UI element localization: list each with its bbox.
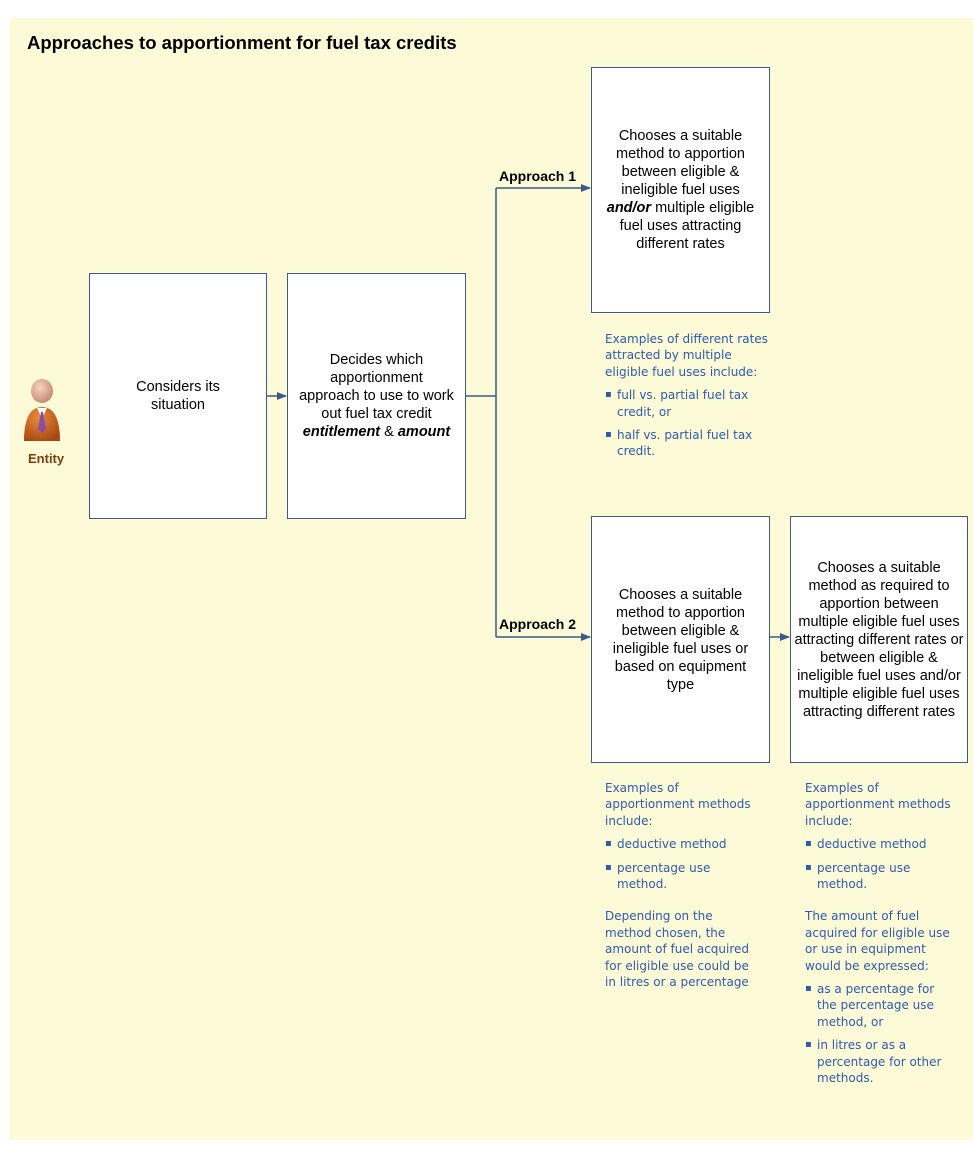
note-rates-item: full vs. partial fuel tax credit, or — [605, 387, 770, 420]
approach-1-text-and-or: and/or — [606, 200, 652, 216]
approach-1-text-part2: multiple eligible fuel uses attracting d… — [619, 200, 755, 252]
approach-1-label: Approach 1 — [499, 168, 577, 184]
box-decides-text: Decides which apportionment approach to … — [298, 351, 455, 441]
note-methods-left-list: deductive method percentage use method. — [605, 836, 755, 892]
note-methods-right-item: deductive method — [805, 836, 955, 853]
note-methods-right-outro-item: in litres or as a percentage for other m… — [805, 1037, 955, 1086]
decides-text-part1: Decides which apportionment approach to … — [299, 352, 454, 422]
entity-label: Entity — [28, 451, 65, 466]
decides-text-part2: & — [380, 424, 398, 440]
person-icon — [24, 379, 60, 441]
note-methods-left: Examples of apportionment methods includ… — [605, 780, 755, 990]
note-rates-intro: Examples of different rates attracted by… — [605, 332, 768, 379]
box-considers-text: Considers its situation — [136, 379, 220, 413]
note-methods-right-item: percentage use method. — [805, 860, 955, 893]
diagram-title: Approaches to apportionment for fuel tax… — [27, 32, 457, 53]
note-methods-right-outro: The amount of fuel acquired for eligible… — [805, 909, 950, 973]
note-methods-left-item: percentage use method. — [605, 860, 755, 893]
box-approach-1-text: Chooses a suitable method to apportion b… — [602, 127, 759, 253]
box-considers-situation: Considers its situation — [89, 273, 267, 519]
approach-2-label: Approach 2 — [499, 616, 577, 632]
note-methods-right-outro-item: as a percentage for the percentage use m… — [805, 981, 955, 1030]
note-methods-right-intro: Examples of apportionment methods includ… — [805, 781, 951, 828]
box-approach-2-first: Chooses a suitable method to apportion b… — [591, 516, 770, 763]
note-rates-examples: Examples of different rates attracted by… — [605, 331, 770, 467]
note-methods-left-item: deductive method — [605, 836, 755, 853]
box-approach-2-first-text: Chooses a suitable method to apportion b… — [612, 586, 749, 693]
box-approach-2-second: Chooses a suitable method as required to… — [790, 516, 968, 763]
approach-1-text-part1: Chooses a suitable method to apportion b… — [616, 128, 745, 198]
note-methods-left-outro: Depending on the method chosen, the amou… — [605, 909, 750, 990]
note-methods-right-list: deductive method percentage use method. — [805, 836, 955, 892]
box-decides-approach: Decides which apportionment approach to … — [287, 273, 466, 519]
box-approach-2-second-text: Chooses a suitable method as required to… — [794, 559, 964, 720]
note-rates-list: full vs. partial fuel tax credit, or hal… — [605, 387, 770, 460]
note-methods-right: Examples of apportionment methods includ… — [805, 780, 955, 1094]
decides-text-amount: amount — [397, 424, 451, 440]
note-methods-right-outro-list: as a percentage for the percentage use m… — [805, 981, 955, 1086]
box-approach-1: Chooses a suitable method to apportion b… — [591, 67, 770, 313]
note-methods-left-intro: Examples of apportionment methods includ… — [605, 781, 751, 828]
decides-text-entitlement: entitlement — [302, 424, 381, 440]
note-rates-item: half vs. partial fuel tax credit. — [605, 427, 770, 460]
